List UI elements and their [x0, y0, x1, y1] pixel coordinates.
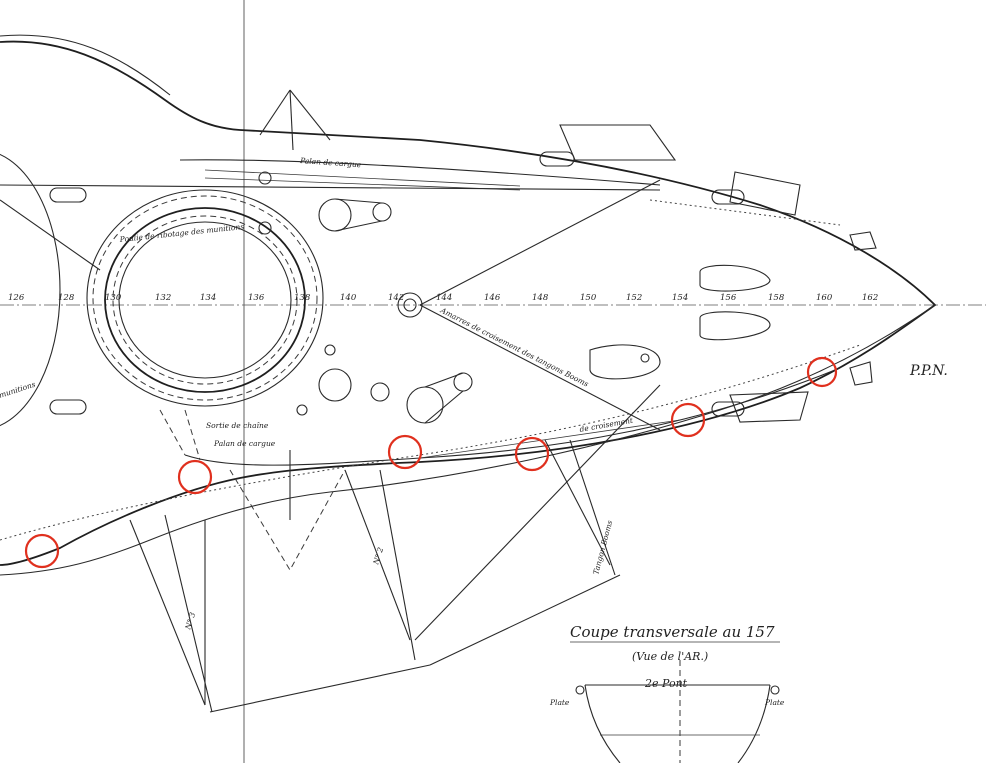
- frame-number: 150: [580, 293, 597, 303]
- highlight-circle: [177, 459, 213, 495]
- label-palan-de-cargue-low: Palan de cargue: [213, 439, 276, 448]
- highlight-circle: [24, 533, 60, 569]
- label-ppn: P.P.N.: [909, 363, 948, 379]
- frame-number: 146: [484, 293, 501, 303]
- frame-number: 148: [532, 293, 549, 303]
- frame-number: 142: [388, 293, 404, 303]
- hull-outline: [0, 34, 937, 576]
- frame-number: 162: [862, 293, 878, 303]
- frame-number: 128: [58, 293, 75, 303]
- highlight-circle: [387, 434, 423, 470]
- label-boom-n2: N° 2: [371, 546, 385, 567]
- frame-number: 132: [155, 293, 171, 303]
- frame-number: 136: [248, 293, 265, 303]
- frame-number: 130: [105, 293, 122, 303]
- frame-number-row: 126 128 130 132 134 136 138 140 142 144 …: [8, 293, 878, 303]
- label-sortie-chaine: Sortie de chaîne: [206, 421, 269, 430]
- frame-number: 152: [626, 293, 642, 303]
- section-title: Coupe transversale au 157: [570, 623, 775, 641]
- frame-number: 144: [436, 293, 452, 303]
- label-croisement: de croisement: [579, 416, 635, 434]
- label-palan-de-cargue: Palan de cargue: [299, 156, 362, 169]
- turret-ring: [86, 189, 324, 407]
- frame-number: 160: [816, 293, 833, 303]
- highlight-circle: [514, 436, 550, 472]
- upper-deck-line: [179, 159, 661, 186]
- label-boom-n3: N° 3: [183, 611, 197, 632]
- section-plate-right: Plate: [764, 698, 785, 707]
- cargo-tackle-line: [204, 169, 521, 187]
- deck-fittings: [49, 124, 877, 424]
- highlight-circle: [806, 356, 838, 388]
- frame-number: 140: [340, 293, 357, 303]
- barbette-left: [0, 153, 61, 427]
- section-view-note: (Vue de l'AR.): [632, 650, 708, 663]
- label-amarres-croisement: Amarres de croisement des tangons Booms: [438, 305, 590, 388]
- frame-number: 126: [8, 293, 25, 303]
- highlight-circle: [670, 402, 706, 438]
- construction-lines: [159, 199, 841, 572]
- frame-number: 134: [200, 293, 216, 303]
- frame-number: 158: [768, 293, 785, 303]
- section-plate-left: Plate: [549, 698, 570, 707]
- rigging-lines: [0, 89, 681, 713]
- frame-number: 138: [294, 293, 311, 303]
- cross-section-inset: Coupe transversale au 157 (Vue de l'AR.)…: [549, 623, 785, 763]
- section-deck-label: 2e Pont: [644, 677, 688, 690]
- frame-number: 156: [720, 293, 737, 303]
- label-tangon: Tangon Booms: [591, 519, 614, 575]
- highlight-markers: [24, 356, 838, 569]
- frame-number: 154: [672, 293, 688, 303]
